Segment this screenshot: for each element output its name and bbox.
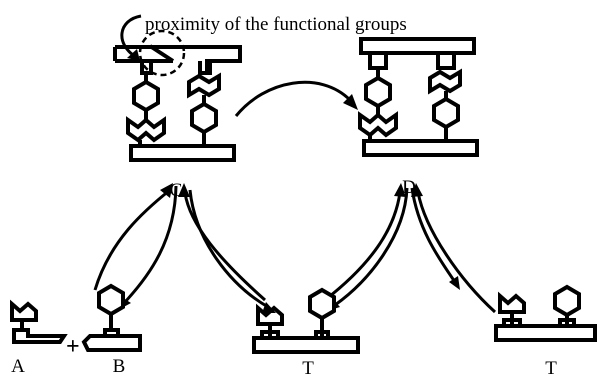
arrow-d-to-t-right-head <box>449 276 460 290</box>
arrow-t-right-to-d <box>416 191 497 314</box>
arrow-t-right-to-d-head <box>411 183 423 197</box>
proximity-bond <box>148 44 175 63</box>
arrow-a-b-to-c-1 <box>93 188 171 291</box>
caption-pointer-arrow <box>120 14 142 59</box>
label-a: A <box>11 356 25 376</box>
arrow-c-to-d-head <box>343 94 358 110</box>
arrow-t-to-c-head <box>178 183 190 197</box>
caption-text: proximity of the functional groups <box>145 14 407 35</box>
caption-pointer-arrowhead <box>127 49 140 61</box>
label-b: B <box>113 356 126 376</box>
template-t-middle <box>252 287 360 354</box>
arrow-t-to-d <box>324 191 402 302</box>
arrow-c-to-d <box>234 80 352 117</box>
template-t-right <box>494 284 597 342</box>
arrow-d-to-t <box>334 187 409 307</box>
label-t-middle: T <box>302 358 314 376</box>
arrow-d-to-t-right <box>410 187 457 283</box>
arrow-t-to-d-head <box>394 183 406 197</box>
arrow-c-to-b <box>123 185 178 304</box>
arrow-t-to-c <box>183 192 266 302</box>
label-t-right: T <box>545 358 557 376</box>
complex-d <box>358 37 479 157</box>
plus-sign: + <box>66 334 80 360</box>
arrow-c-to-t <box>188 189 269 309</box>
complex-c <box>113 45 242 162</box>
molecule-b <box>81 283 142 352</box>
proximity-circle <box>138 29 186 77</box>
molecule-a <box>10 299 68 344</box>
arrow-a-b-to-c-1-head <box>160 183 173 198</box>
